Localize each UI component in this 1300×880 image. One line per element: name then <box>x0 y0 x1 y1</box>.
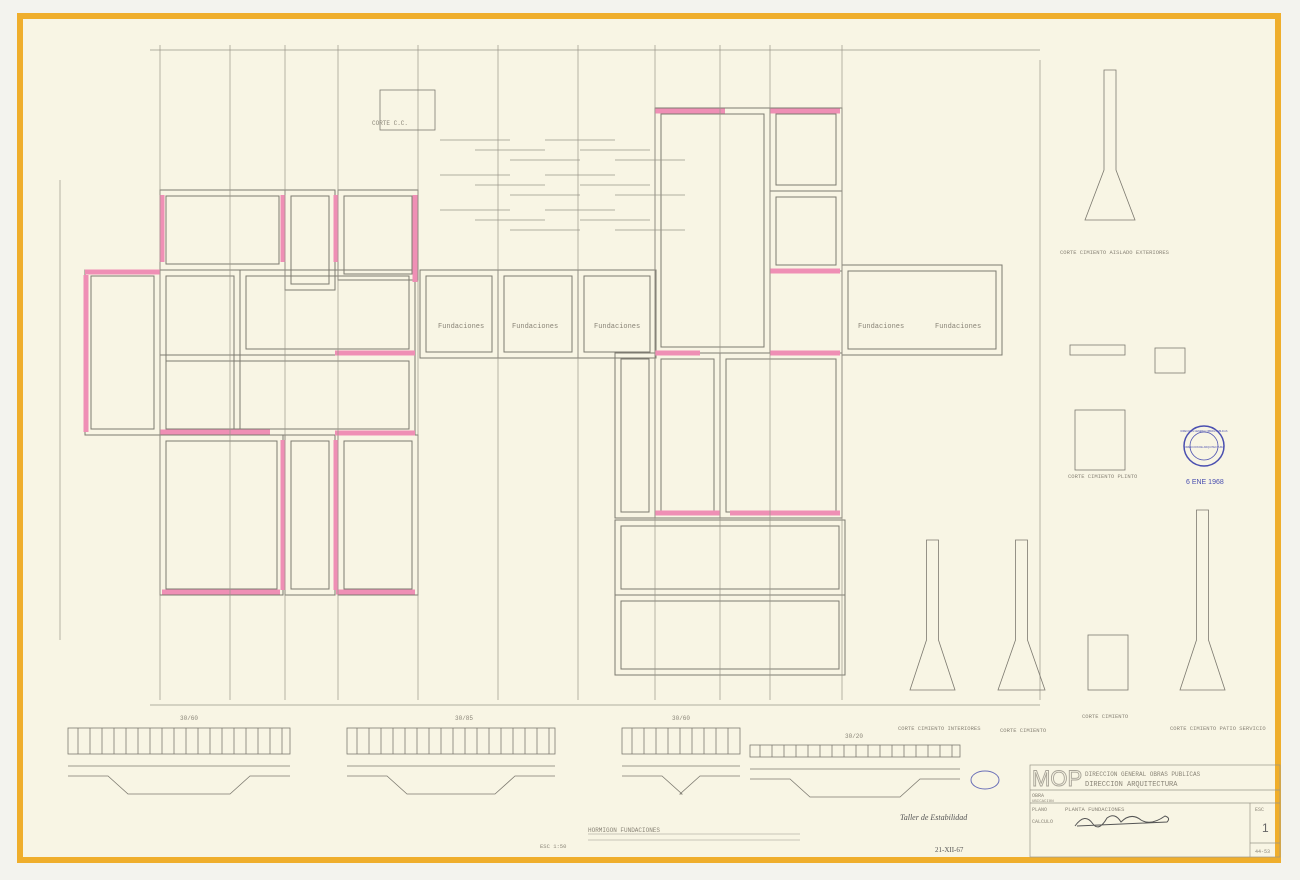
title-plano-label: PLANO <box>1032 807 1047 813</box>
title-calculo-label: CALCULO <box>1032 819 1053 825</box>
title-agency-1: DIRECCION GENERAL OBRAS PUBLICAS <box>1085 771 1201 778</box>
foundation-wall-inner <box>620 525 840 590</box>
room-label: Fundaciones <box>858 323 904 331</box>
signature <box>1074 815 1170 828</box>
footing-section <box>1179 509 1226 691</box>
foundation-wall-inner <box>290 440 330 590</box>
footing-section <box>1084 69 1136 221</box>
foundation-wall-inner <box>775 196 837 266</box>
beam-elevations <box>67 69 1226 798</box>
title-ubicacion-label: UBICACION <box>1032 800 1054 804</box>
bent-bar <box>622 775 740 795</box>
foundation-wall-inner <box>775 113 837 186</box>
approval-stamp <box>970 770 1000 790</box>
room-label: Fundaciones <box>594 323 640 331</box>
room-label: Fundaciones <box>935 323 981 331</box>
official-stamp: DIRECCION DE ARQUITECTURA DIRECCION GENE… <box>1181 425 1228 467</box>
concrete-note: HORMIGON FUNDACIONES <box>588 827 660 834</box>
foundation-wall-inner <box>583 275 651 353</box>
beam-tag: 30/60 <box>180 715 198 722</box>
foundation-plan <box>84 107 1003 676</box>
section-d-label: CORTE CIMIENTO <box>1000 727 1047 734</box>
beam-elevation <box>346 727 556 755</box>
footing-detail <box>1154 347 1186 374</box>
bent-bar <box>750 778 960 798</box>
stamp-center-text: DIRECCION DE ARQUITECTURA <box>1184 445 1224 449</box>
foundation-wall-inner <box>425 275 493 353</box>
foundation-wall-inner <box>90 275 155 430</box>
signoff-workshop: Taller de Estabilidad <box>900 813 968 822</box>
foundation-wall-inner <box>290 195 330 285</box>
highlighted-beams <box>83 108 840 595</box>
foundation-wall-inner <box>503 275 573 353</box>
foundation-wall-inner <box>660 113 765 348</box>
paper-border <box>17 13 1281 863</box>
title-obra-label: OBRA <box>1032 793 1044 799</box>
drawing-code: 44-53 <box>1255 849 1270 855</box>
title-block <box>1029 764 1281 858</box>
top-cut-label: CORTE C.C. <box>372 120 408 127</box>
foundation-wall-inner <box>620 600 840 670</box>
foundation-wall <box>614 594 846 676</box>
beam-elevation <box>749 744 961 758</box>
foundation-wall-inner <box>343 195 413 275</box>
dimension-lines <box>59 45 1041 706</box>
section-a-label: CORTE CIMIENTO AISLADO EXTERIORES <box>1060 249 1170 256</box>
foundation-wall-inner <box>165 195 280 265</box>
title-agency-2: DIRECCION ARQUITECTURA <box>1085 781 1178 789</box>
title-esc-label: ESC <box>1255 807 1264 813</box>
footing-section <box>1087 634 1129 691</box>
footing-detail <box>1074 409 1126 471</box>
section-f-label: CORTE CIMIENTO PATIO SERVICIO <box>1170 725 1266 732</box>
signoff-date: 21-XII-67 <box>935 846 964 854</box>
section-e-label: CORTE CIMIENTO <box>1082 713 1129 720</box>
room-label: Fundaciones <box>512 323 558 331</box>
bent-bar <box>347 775 555 795</box>
foundation-wall-inner <box>165 360 410 430</box>
beam-tag: 30/85 <box>455 715 473 722</box>
foundation-wall-inner <box>245 275 410 350</box>
footing-section <box>909 539 956 691</box>
title-logo: MOP <box>1032 766 1082 791</box>
foundation-wall-inner <box>343 440 413 590</box>
sheet-number: 1 <box>1262 821 1269 835</box>
foundation-wall-inner <box>620 358 650 513</box>
section-b-label: CORTE CIMIENTO PLINTO <box>1068 473 1138 480</box>
title-plano-value: PLANTA FUNDACIONES <box>1065 806 1125 813</box>
top-cut-detail <box>379 89 436 131</box>
stamp-date: 6 ENE 1968 <box>1186 479 1224 486</box>
beam-elevation <box>621 727 741 755</box>
footing-section <box>997 539 1046 691</box>
beam-tag: 30/20 <box>845 733 863 740</box>
bent-bar <box>68 775 290 795</box>
foundation-wall-inner <box>847 270 997 350</box>
section-c-label: CORTE CIMIENTO INTERIORES <box>898 725 981 732</box>
footing-detail <box>1069 344 1126 356</box>
room-label: Fundaciones <box>438 323 484 331</box>
stamp-top-text: DIRECCION GENERAL OBRAS PUBLICAS <box>1181 430 1228 433</box>
scale-note: ESC 1:50 <box>540 843 566 850</box>
beam-elevation <box>67 727 291 755</box>
beam-tag: 30/60 <box>672 715 690 722</box>
foundation-wall-inner <box>165 440 278 590</box>
